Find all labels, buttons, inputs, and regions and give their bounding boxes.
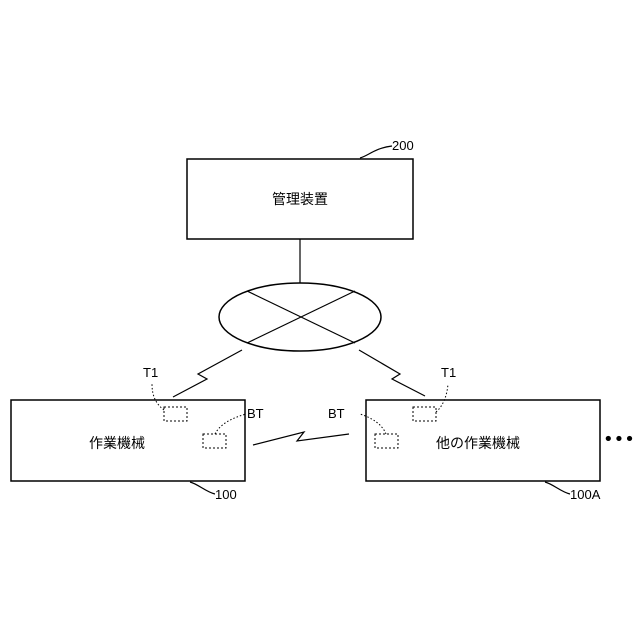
- other-work-machine-ref: 100A: [570, 487, 601, 502]
- other-work-machine-bt-box: [375, 434, 398, 448]
- wireless-link-right-icon: [359, 350, 425, 396]
- management-ref: 200: [392, 138, 414, 153]
- work-machine-terminal-ref: T1: [143, 365, 158, 380]
- work-machine-terminal-box: [164, 407, 187, 421]
- work-machine-ref: 100: [215, 487, 237, 502]
- management-device-label: 管理装置: [272, 192, 328, 208]
- more-machines-ellipsis: •••: [603, 429, 635, 450]
- other-work-machine-label: 他の作業機械: [436, 436, 520, 452]
- wireless-link-bt-icon: [253, 432, 349, 445]
- wireless-link-left-icon: [173, 350, 242, 397]
- other-work-machine-terminal-box: [413, 407, 436, 421]
- management-ref-leader: [360, 146, 392, 158]
- work-machine-ref-leader: [190, 482, 215, 494]
- other-work-machine-bt-ref: BT: [328, 406, 345, 421]
- work-machine-label: 作業機械: [89, 436, 145, 452]
- work-machine-bt-ref: BT: [247, 406, 264, 421]
- network-icon: [219, 283, 381, 351]
- other-work-machine-terminal-ref: T1: [441, 365, 456, 380]
- other-work-machine-ref-leader: [545, 482, 570, 494]
- work-machine-bt-box: [203, 434, 226, 448]
